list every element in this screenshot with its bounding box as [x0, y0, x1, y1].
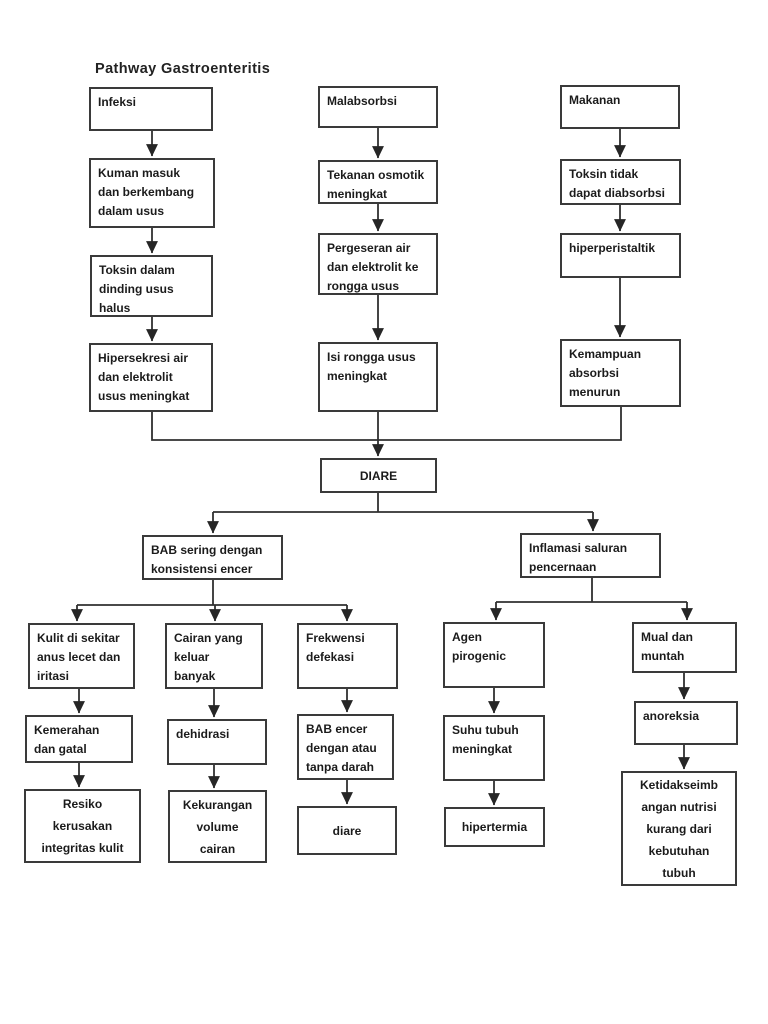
node-hipersekresi: Hipersekresi air dan elektrolit usus men…	[89, 343, 213, 412]
node-hiperperistaltik: hiperperistaltik	[560, 233, 681, 278]
node-kekurangan-volume: Kekurangan volume cairan	[168, 790, 267, 863]
node-anoreksia: anoreksia	[634, 701, 738, 745]
node-pergeseran-air: Pergeseran air dan elektrolit ke rongga …	[318, 233, 438, 295]
node-kemerahan-gatal: Kemerahan dan gatal	[25, 715, 133, 763]
node-toksin-dalam: Toksin dalam dinding usus halus	[90, 255, 213, 317]
node-hipertermia: hipertermia	[444, 807, 545, 847]
node-infeksi: Infeksi	[89, 87, 213, 131]
node-resiko-kerusakan: Resiko kerusakan integritas kulit	[24, 789, 141, 863]
node-toksin-tidak: Toksin tidak dapat diabsorbsi	[560, 159, 681, 205]
node-kulit-sekitar: Kulit di sekitar anus lecet dan iritasi	[28, 623, 135, 689]
node-isi-rongga: Isi rongga usus meningkat	[318, 342, 438, 412]
node-bab-encer: BAB encer dengan atau tanpa darah	[297, 714, 394, 780]
node-kuman-masuk: Kuman masuk dan berkembang dalam usus	[89, 158, 215, 228]
diagram-title: Pathway Gastroenteritis	[95, 61, 271, 77]
node-suhu-tubuh: Suhu tubuh meningkat	[443, 715, 545, 781]
node-diare-kecil: diare	[297, 806, 397, 855]
node-frekwensi-defekasi: Frekwensi defekasi	[297, 623, 398, 689]
node-tekanan-osmotik: Tekanan osmotik meningkat	[318, 160, 438, 204]
node-malabsorbsi: Malabsorbsi	[318, 86, 438, 128]
node-bab-sering: BAB sering dengan konsistensi encer	[142, 535, 283, 580]
node-makanan: Makanan	[560, 85, 680, 129]
node-kemampuan-absorbsi: Kemampuan absorbsi menurun	[560, 339, 681, 407]
node-agen-pirogenic: Agen pirogenic	[443, 622, 545, 688]
node-mual-muntah: Mual dan muntah	[632, 622, 737, 673]
node-diare-utama: DIARE	[320, 458, 437, 493]
node-inflamasi-saluran: Inflamasi saluran pencernaan	[520, 533, 661, 578]
node-ketidakseimbangan: Ketidakseimb angan nutrisi kurang dari k…	[621, 771, 737, 886]
node-cairan-keluar: Cairan yang keluar banyak	[165, 623, 263, 689]
node-dehidrasi: dehidrasi	[167, 719, 267, 765]
